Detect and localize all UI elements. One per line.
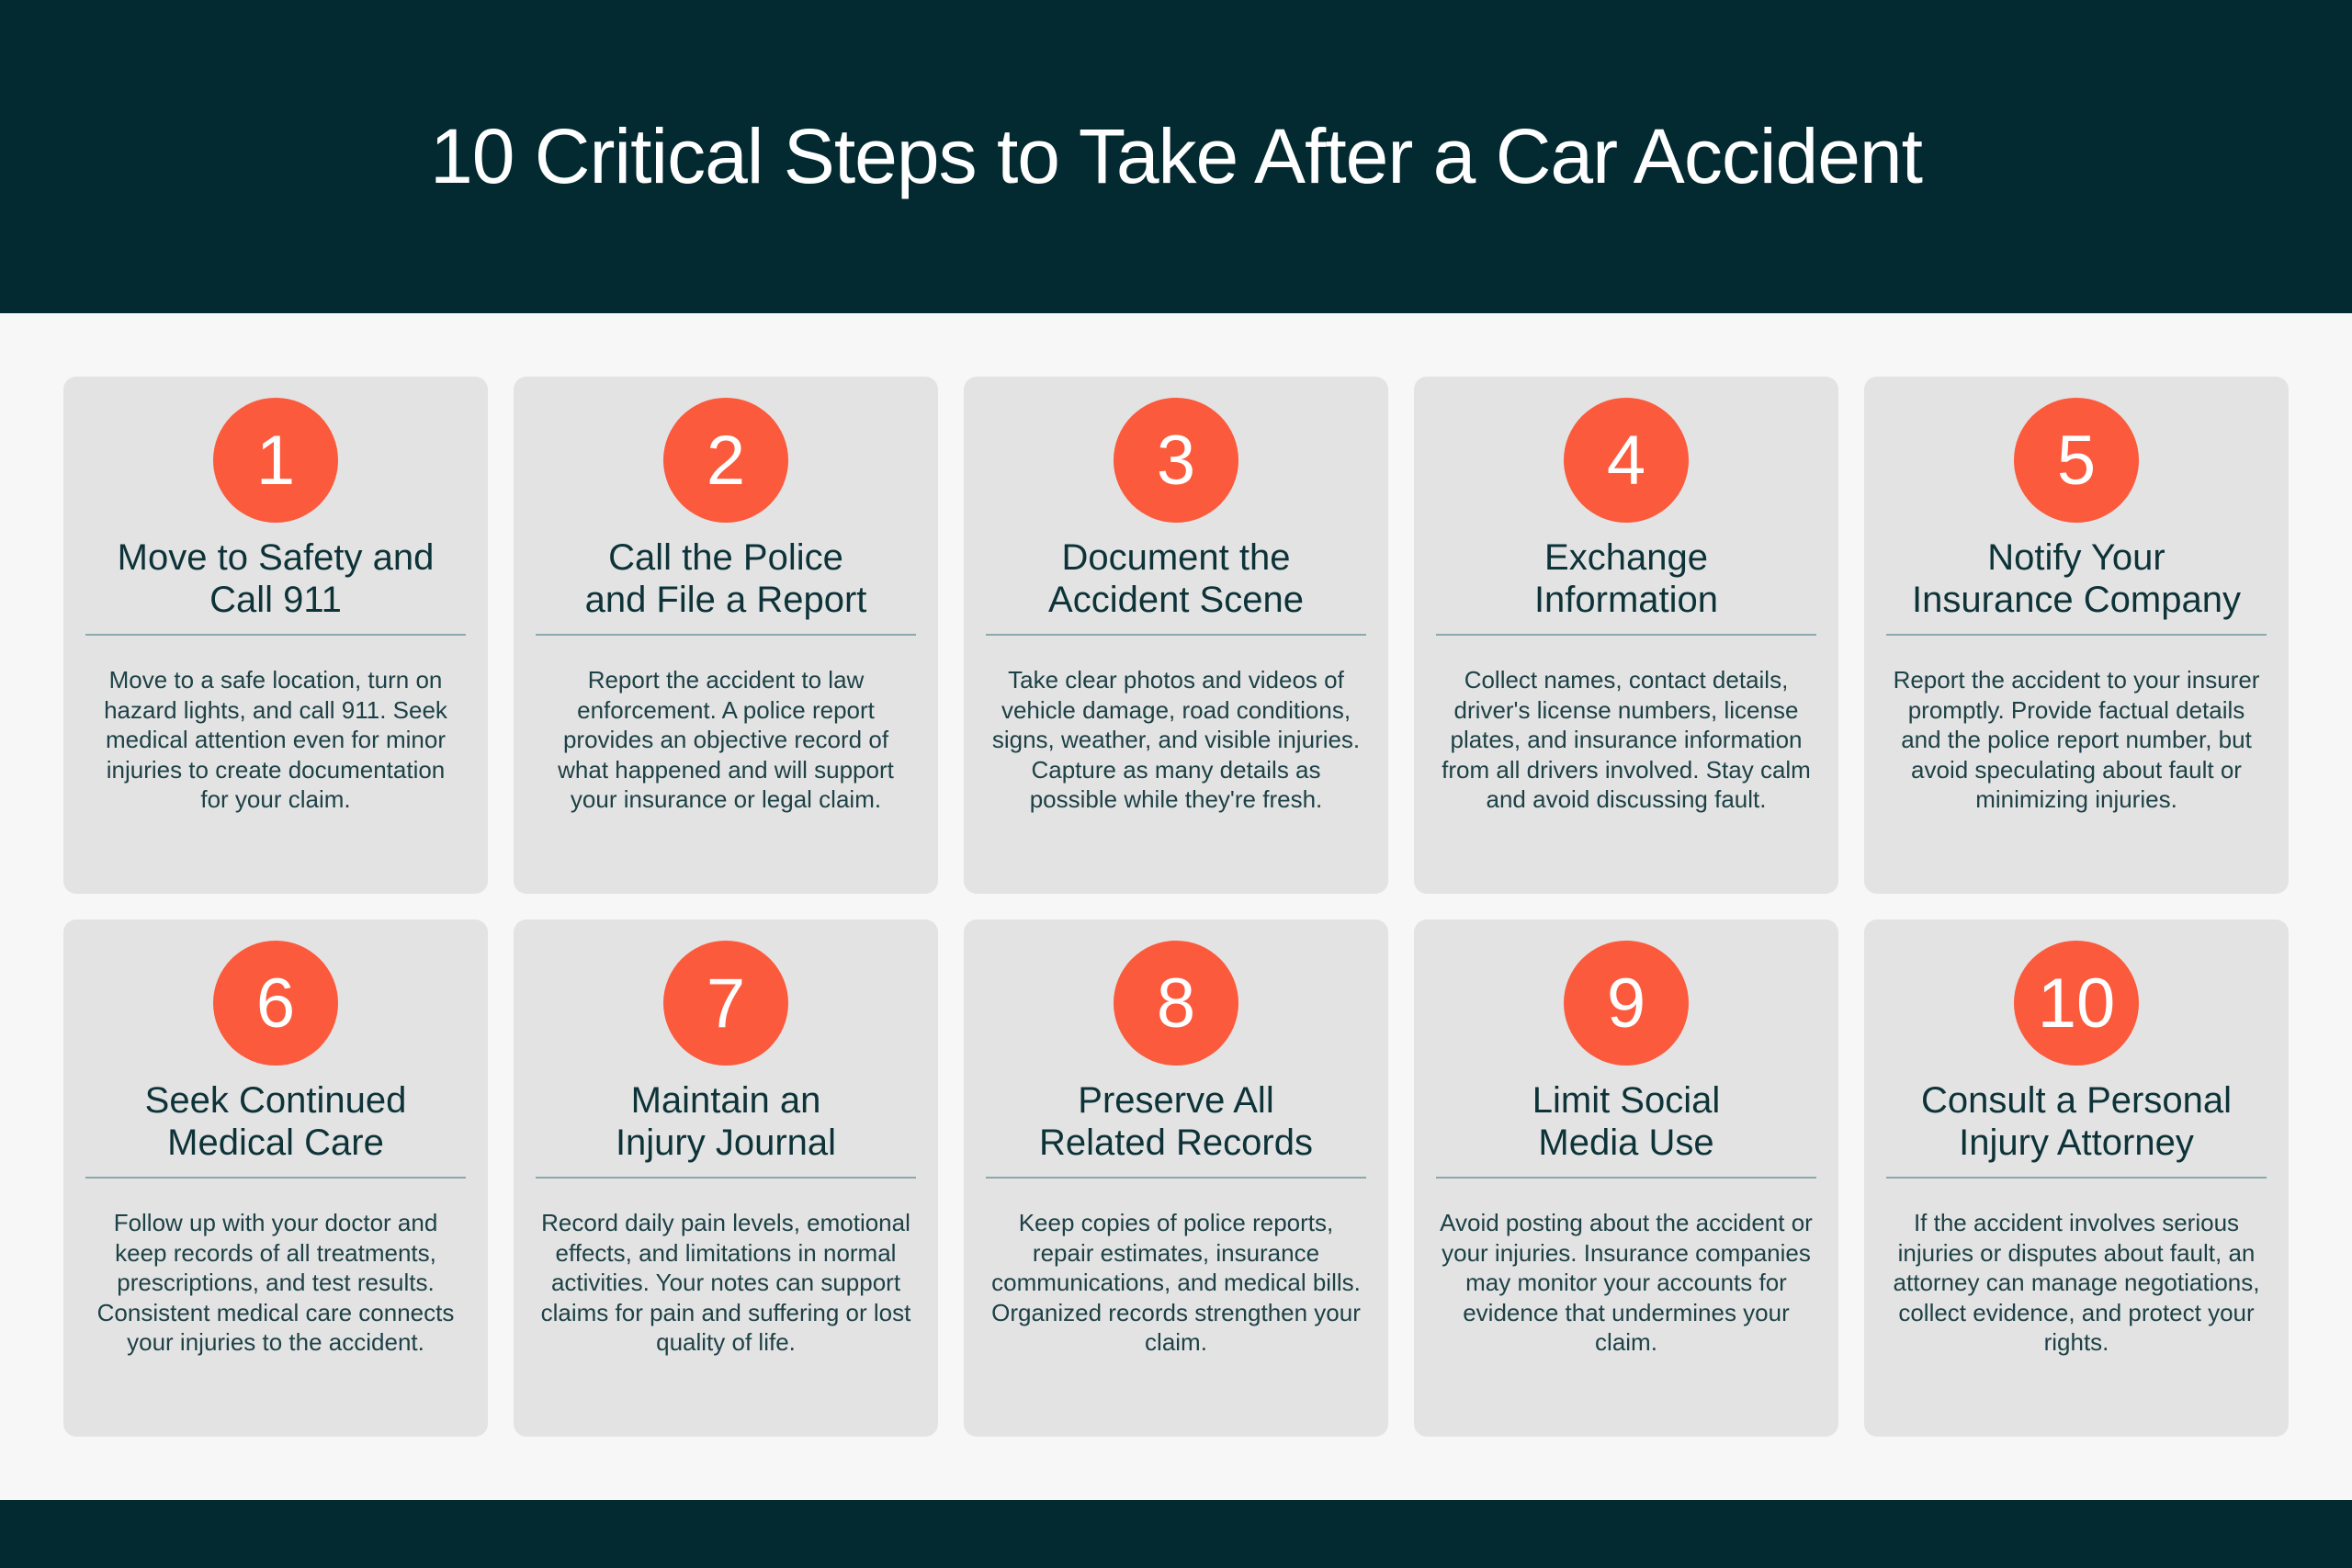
- step-number-badge: 4: [1564, 398, 1689, 523]
- divider: [986, 634, 1366, 636]
- divider: [536, 634, 916, 636]
- step-number-badge: 5: [2014, 398, 2139, 523]
- step-number-badge: 10: [2014, 941, 2139, 1066]
- step-description: Collect names, contact details, driver's…: [1442, 666, 1811, 814]
- divider: [1886, 634, 2267, 636]
- step-description: Move to a safe location, turn on hazard …: [104, 666, 447, 814]
- step-description: Avoid posting about the accident or your…: [1440, 1209, 1813, 1357]
- divider: [986, 1177, 1366, 1179]
- divider: [1436, 1177, 1816, 1179]
- step-description: Keep copies of police reports, repair es…: [991, 1209, 1361, 1357]
- step-number-badge: 9: [1564, 941, 1689, 1066]
- header-banner: 10 Critical Steps to Take After a Car Ac…: [0, 0, 2352, 313]
- step-description: Take clear photos and videos of vehicle …: [991, 666, 1361, 814]
- divider: [85, 1177, 466, 1179]
- step-description: Follow up with your doctor and keep reco…: [96, 1209, 455, 1357]
- step-number-badge: 3: [1114, 398, 1238, 523]
- footer-bar: [0, 1500, 2352, 1568]
- divider: [1436, 634, 1816, 636]
- step-number-badge: 1: [213, 398, 338, 523]
- step-number-badge: 8: [1114, 941, 1238, 1066]
- divider: [85, 634, 466, 636]
- divider: [1886, 1177, 2267, 1179]
- step-description: Report the accident to your insurer prom…: [1893, 666, 2260, 814]
- divider: [536, 1177, 916, 1179]
- step-number-badge: 2: [663, 398, 788, 523]
- step-description: Report the accident to law enforcement. …: [558, 666, 894, 814]
- step-number-badge: 7: [663, 941, 788, 1066]
- page-title: 10 Critical Steps to Take After a Car Ac…: [430, 113, 1923, 199]
- step-description: Record daily pain levels, emotional effe…: [540, 1209, 911, 1357]
- step-description: If the accident involves serious injurie…: [1893, 1209, 2260, 1357]
- step-number-badge: 6: [213, 941, 338, 1066]
